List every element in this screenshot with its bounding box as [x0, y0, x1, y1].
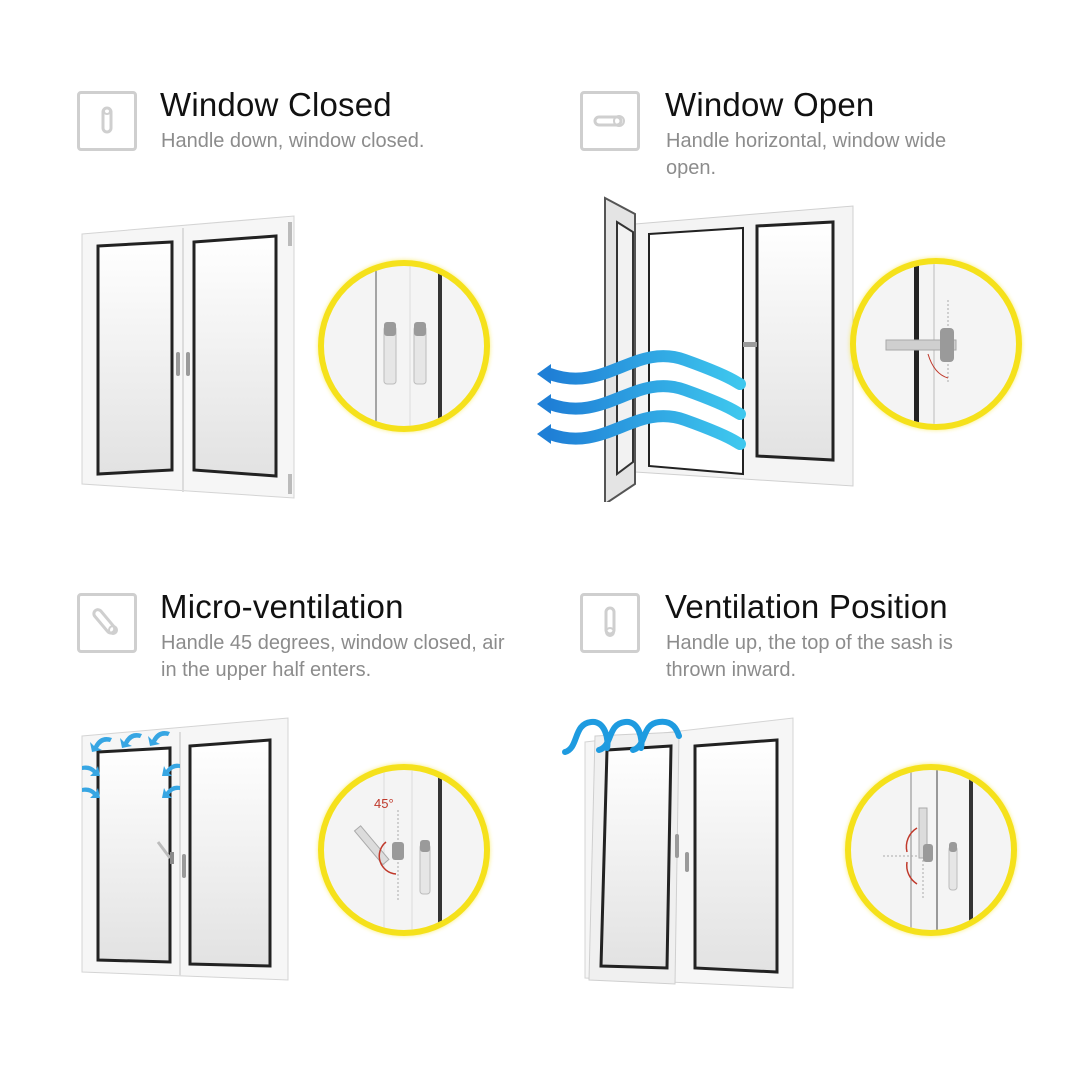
panel-description: Handle 45 degrees, window closed, air in…: [161, 632, 505, 681]
panel-title: Window Open: [665, 86, 875, 123]
panel-title: Ventilation Position: [665, 588, 948, 625]
panel-description: Handle down, window closed.: [161, 130, 425, 152]
panel-window-closed: Window Closed Handle down, window closed…: [0, 0, 540, 520]
45-degree-handle-detail: 45°: [318, 764, 490, 936]
angle-label: 45°: [374, 796, 394, 811]
panel-window-open: Window Open Handle horizontal, window wi…: [505, 0, 1045, 520]
micro-ventilation-illustration: [81, 717, 289, 981]
closed-handle-detail: [318, 260, 490, 432]
panel-ventilation-position: Ventilation Position Handle up, the top …: [505, 502, 1045, 1022]
handle-up-icon: [580, 593, 640, 653]
ventilation-position-illustration: [562, 717, 794, 989]
handle-up-detail: [845, 764, 1017, 936]
closed-window-illustration: [81, 215, 295, 499]
open-handle-detail: [850, 258, 1022, 430]
handle-down-icon: [77, 91, 137, 151]
panel-description: Handle horizontal, window wide open.: [666, 130, 947, 179]
panel-micro-ventilation: Micro-ventilation Handle 45 degrees, win…: [0, 502, 540, 1022]
handle-45-degree-icon: [77, 593, 137, 653]
panel-title: Window Closed: [160, 86, 392, 123]
handle-horizontal-icon: [580, 91, 640, 151]
open-window-illustration: [537, 196, 854, 502]
panel-description: Handle up, the top of the sash is thrown…: [666, 632, 953, 681]
panel-title: Micro-ventilation: [160, 588, 404, 625]
